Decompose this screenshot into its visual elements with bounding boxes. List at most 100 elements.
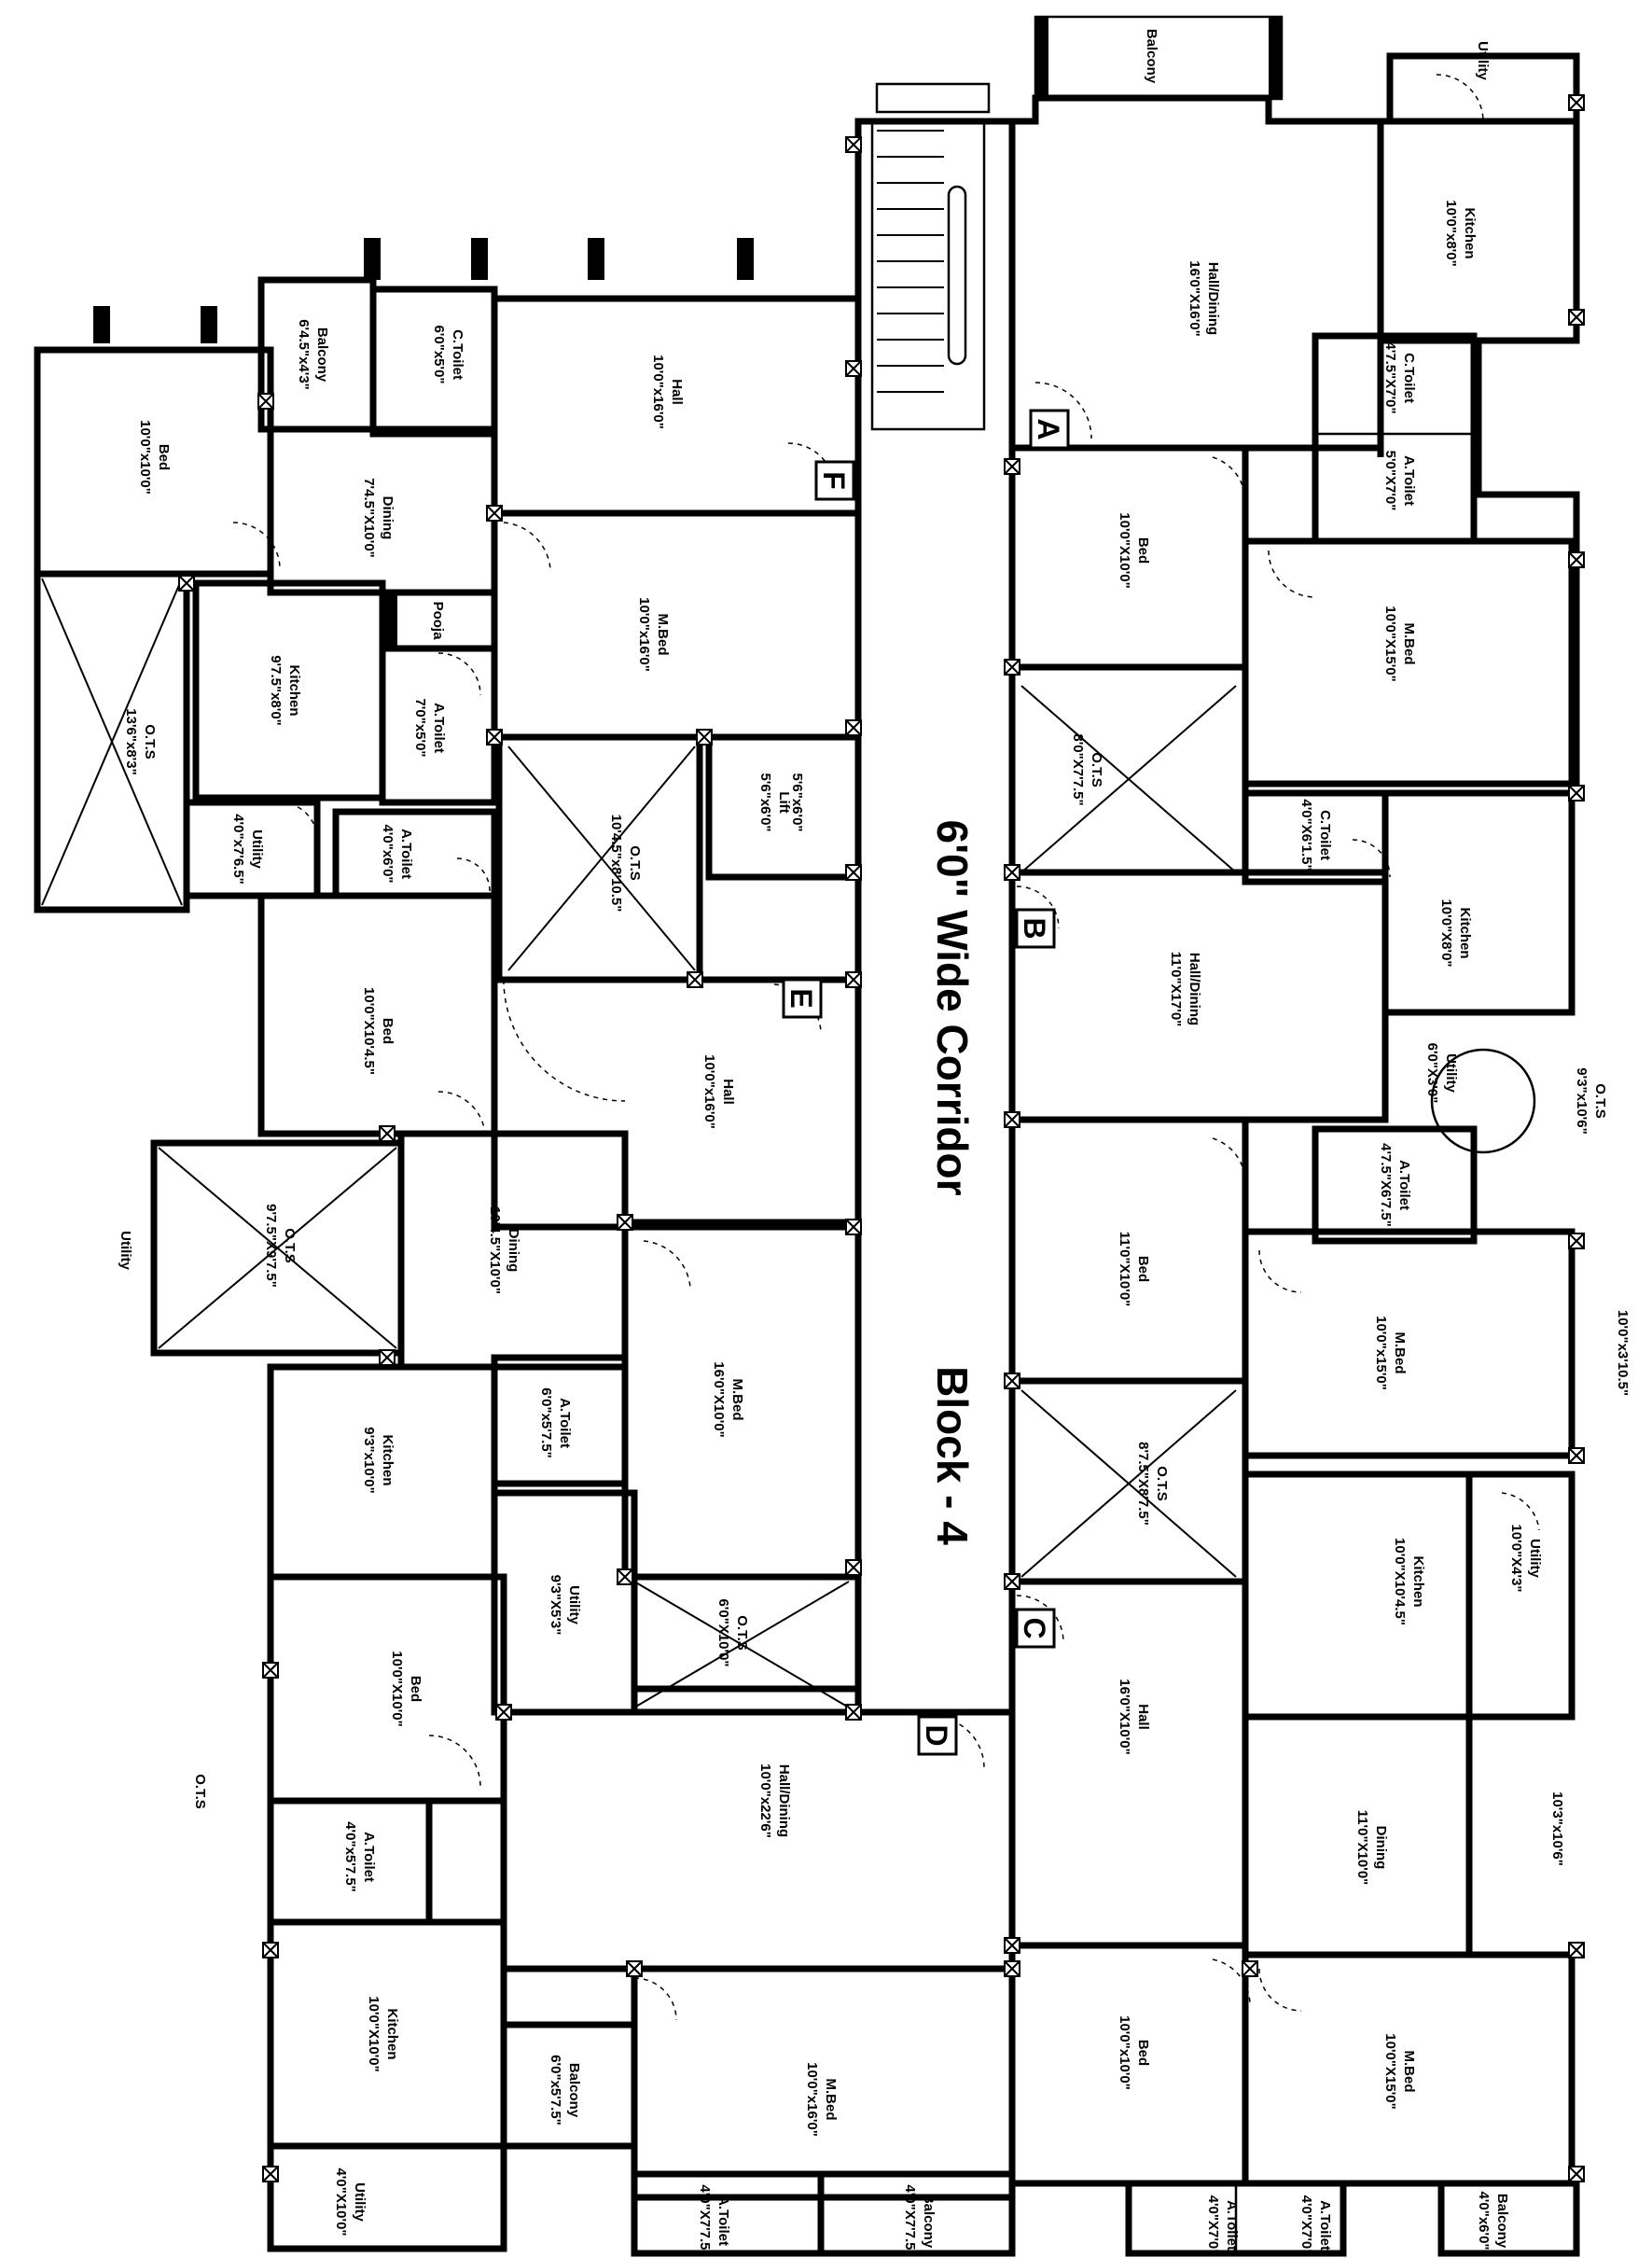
window-hatch xyxy=(737,238,754,280)
unit-letter-text: C xyxy=(1018,1617,1051,1638)
column-marker xyxy=(1568,785,1585,801)
column-marker xyxy=(1004,1573,1020,1590)
room-name: Bed xyxy=(1135,537,1151,564)
room-dims: 10'3"x10'6" xyxy=(1549,1791,1565,1866)
room-name: A.Toilet xyxy=(1396,1160,1412,1210)
room-label-e-utility2: Utility xyxy=(118,1231,133,1270)
unit-letter-text: A xyxy=(1032,418,1065,439)
room-name: Utility xyxy=(1527,1539,1543,1578)
column-marker xyxy=(1004,864,1020,881)
highlight-circle xyxy=(1430,1048,1536,1154)
room-dims: 10'0"X10'0" xyxy=(1117,512,1132,588)
door-swings xyxy=(232,74,1540,2021)
column-marker xyxy=(626,1960,643,1977)
room-dims: 9'3"x10'6" xyxy=(1574,1067,1590,1134)
door-swing xyxy=(1268,550,1316,598)
unit-d-balcony xyxy=(817,2170,1016,2257)
room-dims: 10'4.5"x8'10.5" xyxy=(608,815,624,913)
unit-f-hall-walls xyxy=(491,295,862,517)
room-name: Lift xyxy=(776,791,792,813)
stair-landing xyxy=(875,82,991,114)
room-dims: 10'0"X10'4.5" xyxy=(1392,1538,1408,1625)
room-name: Hall/Dining xyxy=(1187,953,1202,1025)
corridor-label: 6'0" Wide Corridor xyxy=(928,820,977,1196)
room-name: A.Toilet xyxy=(557,1398,573,1448)
room-dims: 13'6"x8'3" xyxy=(123,708,139,774)
room-dims: 10'0"X10'0" xyxy=(389,1651,405,1726)
room-dims: 9'7.5"X9'7.5" xyxy=(263,1204,279,1288)
room-label-f-pooja: Pooja xyxy=(430,602,446,640)
unit-c-utility-walls xyxy=(1465,1470,1576,1721)
room-name: Bed xyxy=(1135,2040,1151,2066)
unit-d-utility-walls xyxy=(267,2142,507,2252)
unit-c-kitchen-walls xyxy=(1242,1470,1473,1721)
room-name: Hall xyxy=(720,1079,736,1105)
pooja-hatch xyxy=(382,595,397,646)
unit-letter-d: D xyxy=(917,1715,958,1756)
room-name: A.Toilet xyxy=(398,829,414,879)
unit-letter-c: C xyxy=(1015,1608,1056,1649)
room-dims: 8'7.5"X8'7.5" xyxy=(1135,1442,1151,1526)
unit-letter-box xyxy=(782,978,823,1019)
column-marker xyxy=(845,1559,862,1576)
door-swing xyxy=(503,522,551,570)
column-marker xyxy=(178,575,195,592)
room-name: Kitchen xyxy=(384,2008,400,2059)
room-name: O.T.S xyxy=(142,724,158,760)
room-name: A.Toilet xyxy=(1224,2200,1240,2251)
column-marker xyxy=(845,360,862,377)
room-dims: 9'3"x10'0" xyxy=(361,1427,377,1493)
room-dims: 16'0"X16'0" xyxy=(1187,260,1202,336)
corridor-label-group: 6'0" Wide Corridor xyxy=(928,820,977,1196)
unit-letter-text: E xyxy=(784,988,818,1008)
column-marker xyxy=(617,1568,633,1585)
ots-crosses xyxy=(41,578,1237,1708)
room-name: Balcony xyxy=(314,328,330,383)
room-name: Hall/Dining xyxy=(776,1764,792,1837)
room-name: O.T.S xyxy=(1592,1083,1608,1119)
room-name: M.Bed xyxy=(655,614,671,656)
unit-letter-box xyxy=(1029,409,1070,450)
ots-cross xyxy=(158,1147,397,1349)
room-name: O.T.S xyxy=(627,845,643,881)
room-name: Utility xyxy=(566,1585,582,1624)
column-marker xyxy=(1568,2166,1585,2182)
room-label-b-side: 10'0"x3'10.5" xyxy=(1615,1310,1631,1396)
column-marker xyxy=(1004,1111,1020,1128)
column-markers xyxy=(178,94,1585,2182)
room-label-f-ots: O.T.S10'4.5"x8'10.5" xyxy=(608,815,643,913)
column-marker xyxy=(1568,309,1585,326)
room-dims: 10'0"X10'0" xyxy=(366,1996,382,2071)
room-name: A.Toilet xyxy=(1317,2200,1333,2251)
unit-letter-text: B xyxy=(1018,917,1051,939)
unit-b-mbed-walls xyxy=(1242,1228,1576,1459)
room-name: Dining xyxy=(506,1229,521,1273)
column-marker xyxy=(1004,458,1020,475)
unit-f-mbed-walls xyxy=(491,509,862,741)
room-label-b-ots2: O.T.S9'3"x10'6" xyxy=(1574,1067,1608,1134)
room-name: Hall/Dining xyxy=(1205,262,1221,335)
block-label: Block - 4 xyxy=(928,1366,977,1545)
door-swing xyxy=(1034,382,1092,439)
room-dims: 11'0"X17'0" xyxy=(1168,952,1184,1027)
room-label-f-ots2: O.T.S13'6"x8'3" xyxy=(123,708,158,774)
room-name: Hall xyxy=(1135,1704,1151,1730)
ots-cross xyxy=(1020,685,1237,873)
ots-cross xyxy=(41,578,183,906)
door-swing xyxy=(503,979,626,1102)
room-dims: 9'3"X5'3" xyxy=(548,1575,563,1636)
unit-f-ots-walls xyxy=(495,733,703,983)
